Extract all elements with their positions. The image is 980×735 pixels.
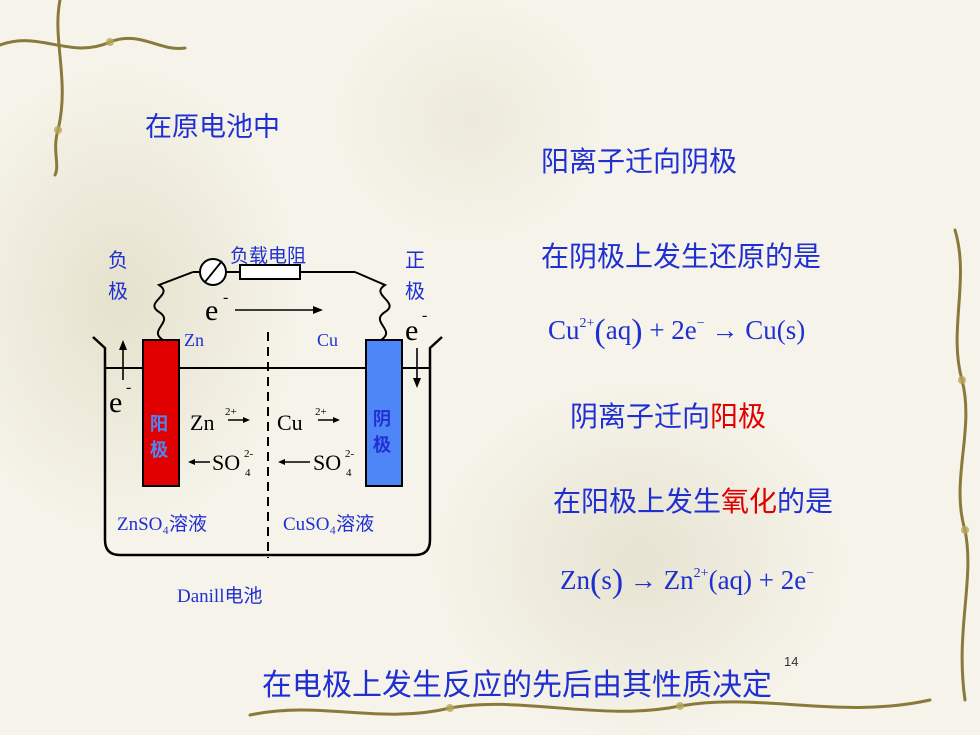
svg-text:-: - — [422, 307, 427, 324]
electron-symbol-left: e — [109, 386, 122, 419]
cathode-label-2: 极 — [373, 435, 392, 456]
oxidation-text: 在阳极上发生氧化的是 — [553, 485, 834, 518]
anode-label-1: 阳 — [150, 414, 168, 435]
anion-migration-text: 阴离子迁向阳极 — [570, 400, 767, 433]
load-label: 负载电阻 — [230, 245, 306, 267]
zn-label: Zn — [184, 330, 204, 350]
pos-label-2: 极 — [405, 279, 425, 303]
reduction-text: 在阴极上发生还原的是 — [541, 240, 822, 273]
copper-electrode — [365, 339, 403, 487]
so4-ion-left: SO — [212, 450, 240, 475]
cation-migration-text: 阳离子迁向阴极 — [541, 145, 738, 178]
cathode-label-1: 阴 — [373, 409, 391, 430]
svg-text:4: 4 — [245, 467, 251, 479]
cell-name: Danill电池 — [177, 585, 263, 607]
pos-label-1: 正 — [405, 248, 425, 272]
electron-symbol-right: e — [405, 314, 418, 347]
galvanic-cell-diagram: 负 极 正 极 负载电阻 e - e - e - Zn Cu 阳 极 阴 极 Z… — [92, 245, 443, 607]
bottom-conclusion: 在电极上发生反应的先后由其性质决定 — [262, 668, 772, 703]
svg-text:-: - — [126, 379, 131, 396]
svg-text:4: 4 — [346, 467, 352, 479]
right-wire — [354, 271, 391, 341]
svg-text:2-: 2- — [345, 448, 355, 460]
resistor — [239, 264, 301, 280]
zinc-electrode — [142, 339, 180, 487]
left-solution-label: ZnSO₄溶液 — [117, 513, 207, 535]
svg-text:2+: 2+ — [315, 406, 327, 418]
svg-text:-: - — [223, 289, 228, 306]
left-wire — [153, 271, 194, 341]
neg-label-1: 负 — [108, 248, 128, 272]
zn-ion: Zn — [190, 410, 214, 435]
cu-ion: Cu — [277, 410, 303, 435]
reduction-equation: Cu2+(aq) + 2e− → Cu(s) — [548, 313, 806, 350]
anode-label-2: 极 — [150, 440, 169, 461]
so4-ion-right: SO — [313, 450, 341, 475]
left-heading: 在原电池中 — [145, 112, 280, 143]
right-solution-label: CuSO₄溶液 — [283, 513, 374, 535]
electron-symbol-top: e — [205, 294, 218, 327]
svg-text:2+: 2+ — [225, 406, 237, 418]
neg-label-2: 极 — [108, 279, 128, 303]
cu-label: Cu — [317, 330, 338, 350]
page-number: 14 — [784, 654, 799, 669]
beaker — [92, 336, 443, 557]
oxidation-equation: Zn(s) → Zn2+(aq) + 2e− — [560, 563, 815, 600]
svg-text:2-: 2- — [244, 448, 254, 460]
